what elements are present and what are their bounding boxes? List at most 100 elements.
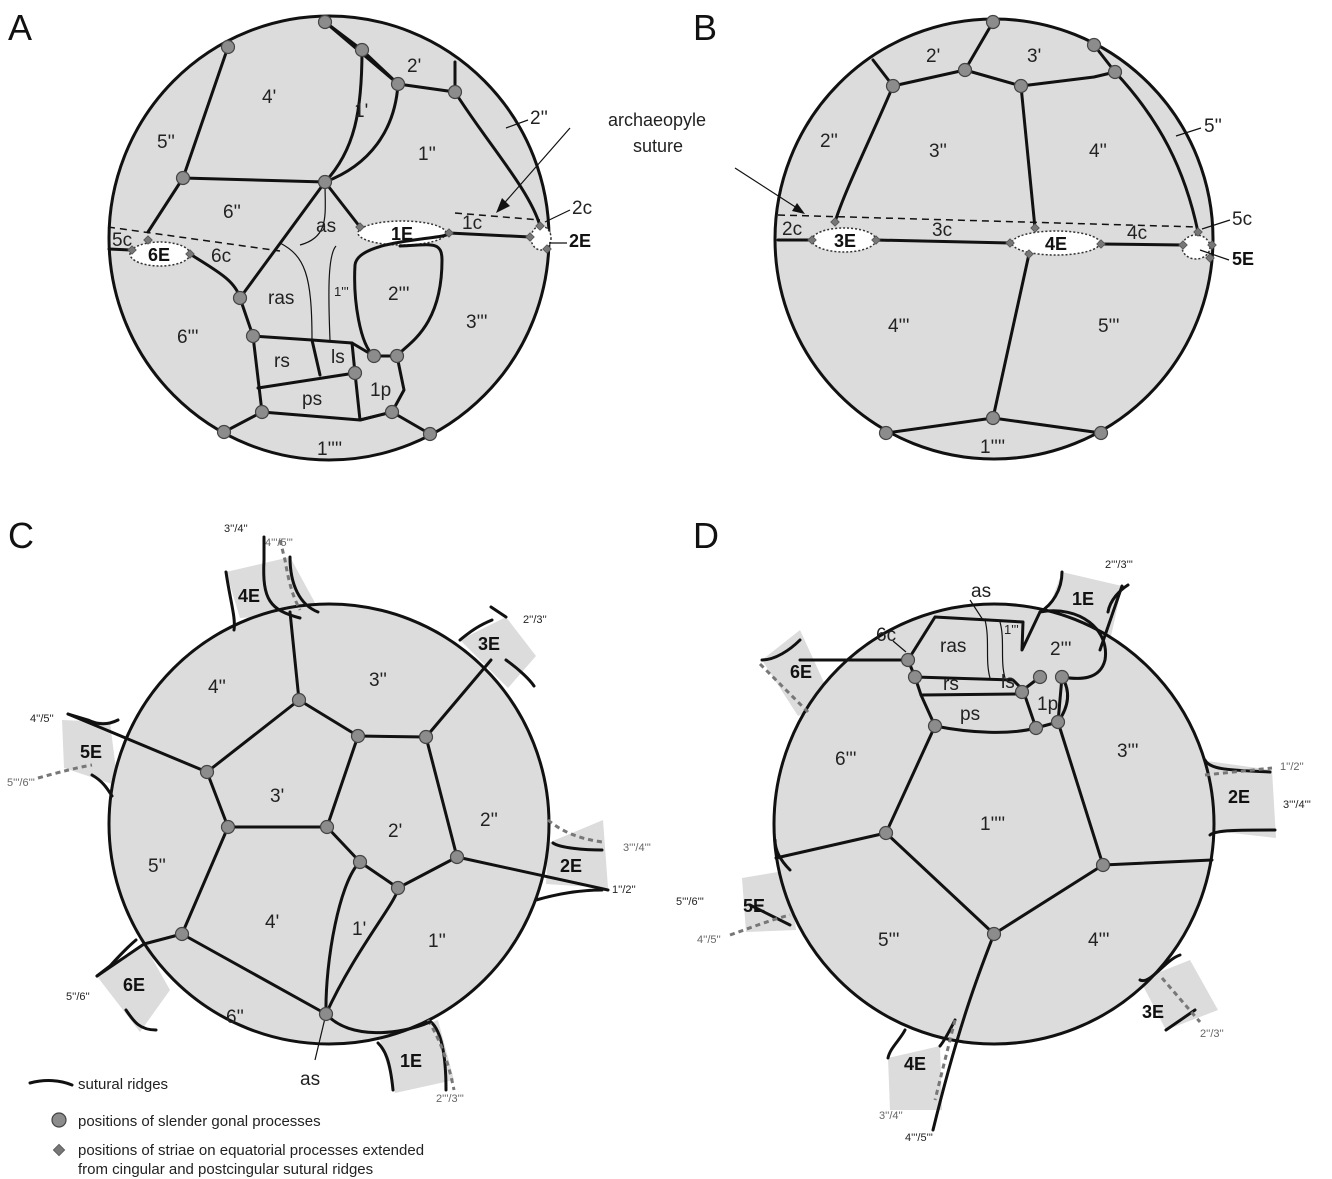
plate-label: 2'': [480, 810, 498, 831]
legend-ridges-label: sutural ridges: [78, 1076, 168, 1093]
suture-label: 3''/4'': [879, 1110, 903, 1122]
suture-label: 4''/5'': [30, 713, 54, 725]
plate-label: 4'': [1089, 141, 1107, 162]
suture-label: 5'''/6''': [676, 896, 704, 908]
process-label: 1E: [1072, 589, 1094, 609]
suture-label: 3''/4'': [224, 523, 248, 535]
legend-striae-label-1: positions of striae on equatorial proces…: [78, 1142, 424, 1159]
suture-label: 2''/3'': [1200, 1028, 1224, 1040]
suture-label: 5'''/6''': [7, 777, 35, 789]
plate-label: 2''': [1050, 639, 1071, 660]
plate-label: 5''': [1098, 316, 1119, 337]
process-label: 4E: [904, 1054, 926, 1074]
suture-label: 2'''/3''': [1105, 559, 1133, 571]
plate-label: ras: [268, 288, 294, 309]
plate-label: as: [300, 1069, 320, 1090]
process-label: 1E: [400, 1051, 422, 1071]
process-label: 1E: [391, 224, 413, 244]
process-label: 3E: [834, 231, 856, 251]
plate-label: 2'': [820, 131, 838, 152]
process-label: 4E: [1045, 234, 1067, 254]
plate-label: ps: [960, 704, 980, 725]
process-label: 5E: [1232, 249, 1254, 269]
legend-gonal-label: positions of slender gonal processes: [78, 1113, 321, 1130]
plate-label: as: [971, 581, 991, 602]
suture-label: 3'''/4''': [1283, 799, 1311, 811]
legend: sutural ridges positions of slender gona…: [30, 1076, 424, 1178]
cingular-label: 3c: [932, 220, 952, 241]
plate-label: 1'''': [317, 439, 342, 460]
process-label: 5E: [80, 742, 102, 762]
plate-label: 6'': [226, 1007, 244, 1028]
plate-label: 6''': [177, 327, 198, 348]
plate-label: 3''': [1117, 741, 1138, 762]
cingular-label: 2c: [572, 198, 592, 219]
legend-ridge-swatch: [30, 1081, 72, 1085]
suture-label: 2''/3'': [523, 614, 547, 626]
plate-label: 3'': [929, 141, 947, 162]
plate-label: 6c: [876, 625, 896, 646]
process-label: 2E: [569, 231, 591, 251]
process-label: 6E: [790, 662, 812, 682]
cingular-label: 4c: [1127, 223, 1147, 244]
panel-c: C: [7, 515, 651, 1105]
plate-label: 4'': [208, 677, 226, 698]
plate-label: 2': [407, 56, 421, 77]
plate-label: 3': [1027, 46, 1041, 67]
plate-label: 2'': [530, 108, 548, 129]
plate-label: as: [316, 216, 336, 237]
legend-stria-swatch: [53, 1144, 64, 1155]
cingular-label: 5c: [1232, 209, 1252, 230]
plate-label: ras: [940, 636, 966, 657]
plate-label: 4''': [888, 316, 909, 337]
suture-label: 3'''/4''': [623, 842, 651, 854]
plate-label: 1'': [418, 144, 436, 165]
panel-b-letter: B: [693, 7, 717, 48]
panel-b: B: [693, 7, 1254, 459]
plate-label: 2': [926, 46, 940, 67]
panel-a-letter: A: [8, 7, 32, 48]
panel-d-letter: D: [693, 515, 719, 556]
plate-label: rs: [943, 674, 959, 695]
plate-label: 1'''': [980, 437, 1005, 458]
plate-label: 5'': [1204, 116, 1222, 137]
process-label: 6E: [123, 975, 145, 995]
plate-label: 2': [388, 821, 402, 842]
plate-label: 1''': [1004, 622, 1019, 637]
plate-label: 1'': [428, 931, 446, 952]
process-label: 2E: [1228, 787, 1250, 807]
plate-label: 1p: [370, 380, 391, 401]
panel-d: D: [676, 515, 1311, 1144]
suture-label: 5''/6'': [66, 991, 90, 1003]
panel-a: A: [8, 7, 711, 460]
plate-label: 6'': [223, 202, 241, 223]
plate-label: 6''': [835, 749, 856, 770]
panel-a-body: [109, 16, 549, 460]
plate-label: 5''': [878, 930, 899, 951]
suture-label: 1''/2'': [612, 884, 636, 896]
process-label: 5E: [743, 896, 765, 916]
plate-label: ps: [302, 389, 322, 410]
cingular-label: 5c: [112, 230, 132, 251]
suture-label: 4'''/5''': [265, 537, 293, 549]
suture-label: 2'''/3''': [436, 1093, 464, 1105]
panel-c-letter: C: [8, 515, 34, 556]
process-label: 6E: [148, 245, 170, 265]
panel-b-process-5e: [1182, 235, 1210, 259]
legend-gonal-swatch: [52, 1113, 66, 1127]
legend-striae-label-2: from cingular and postcingular sutural r…: [78, 1161, 373, 1178]
suture-label: 1''/2'': [1280, 761, 1304, 773]
plate-label: 3': [270, 786, 284, 807]
process-label: 3E: [478, 634, 500, 654]
process-label: 2E: [560, 856, 582, 876]
plate-label: 5'': [148, 856, 166, 877]
plate-label: 4': [265, 912, 279, 933]
suture-label: 4'''/5''': [905, 1132, 933, 1144]
plate-label: 4': [262, 87, 276, 108]
plate-label: 3'': [369, 670, 387, 691]
plate-label: 1''': [334, 284, 349, 299]
plate-label: rs: [274, 351, 290, 372]
plate-label: 1': [354, 101, 368, 122]
suture-label: 4''/5'': [697, 934, 721, 946]
